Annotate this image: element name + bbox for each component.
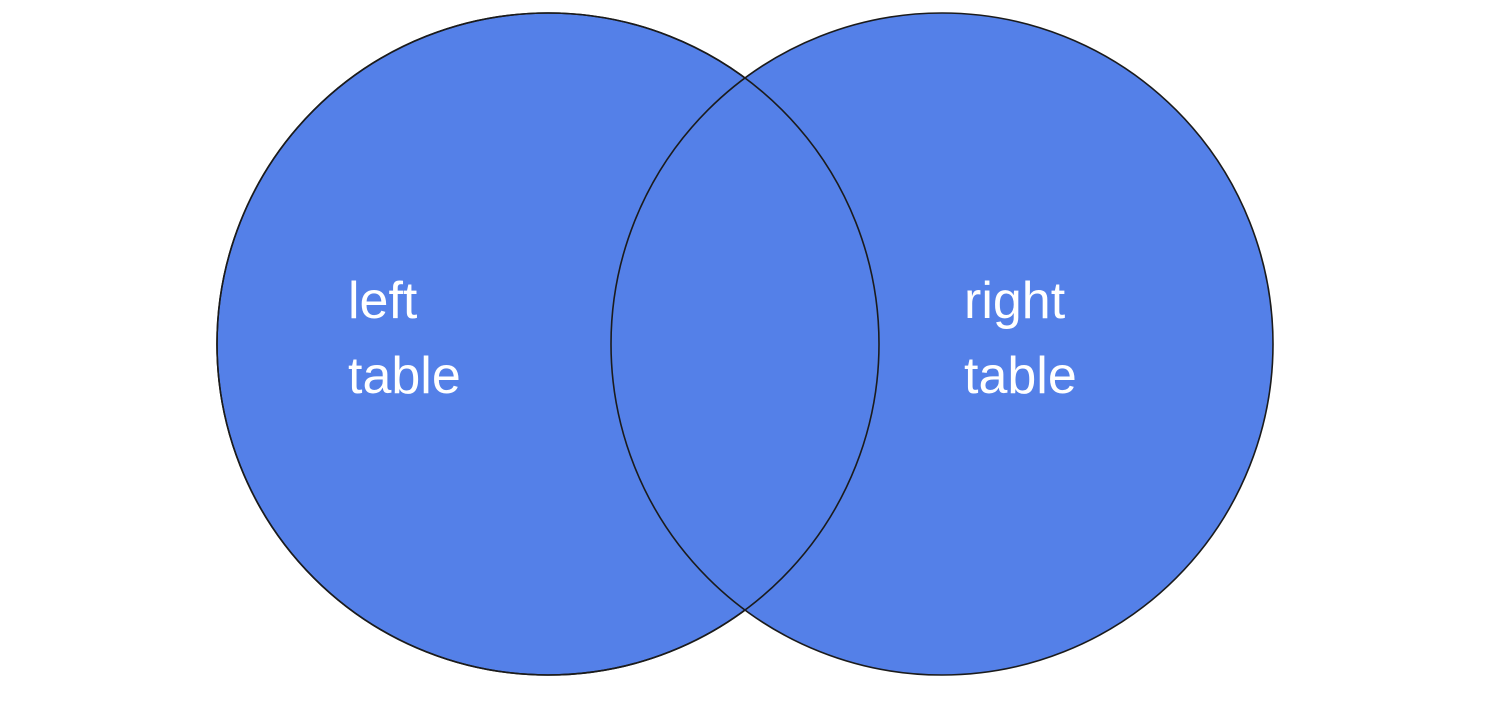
right-table-label: right table	[964, 272, 1080, 405]
right-table-circle	[610, 12, 1274, 676]
left-table-label-line1: left	[348, 272, 418, 330]
right-table-label-line2: table	[964, 347, 1077, 405]
right-table-label-line1: right	[964, 272, 1066, 330]
left-table-label-line2: table	[348, 347, 461, 405]
left-table-label: left table	[348, 272, 461, 405]
left-table-circle-outline	[216, 12, 880, 676]
